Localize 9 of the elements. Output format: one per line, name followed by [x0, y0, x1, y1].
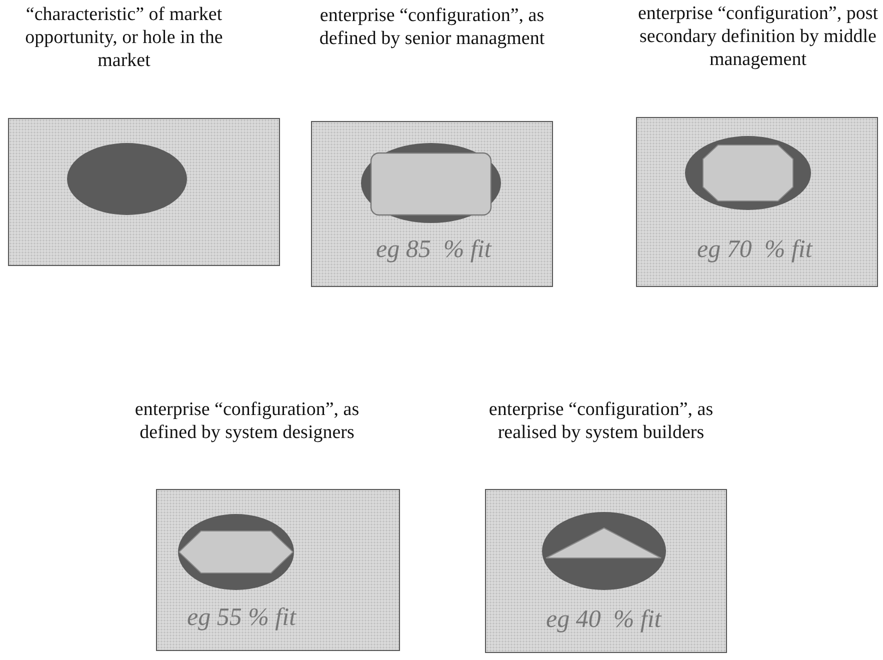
panel-heading: enterprise “configuration”, as defined by system designers: [134, 398, 360, 444]
fit-label: eg 55 % fit: [187, 604, 296, 632]
panel-heading: “characteristic” of market opportunity, or hole in the market: [24, 3, 224, 72]
panel-heading: enterprise “configuration”, post secondary definition by middle management: [636, 2, 880, 71]
fit-label: eg 85 % fit: [376, 236, 492, 264]
panel-heading: enterprise “configuration”, as defined by senior managment: [318, 4, 546, 50]
fit-label: eg 70 % fit: [697, 236, 812, 264]
panel-heading: enterprise “configuration”, as realised by system builders: [488, 398, 714, 444]
fit-label: eg 40 % fit: [546, 606, 662, 634]
